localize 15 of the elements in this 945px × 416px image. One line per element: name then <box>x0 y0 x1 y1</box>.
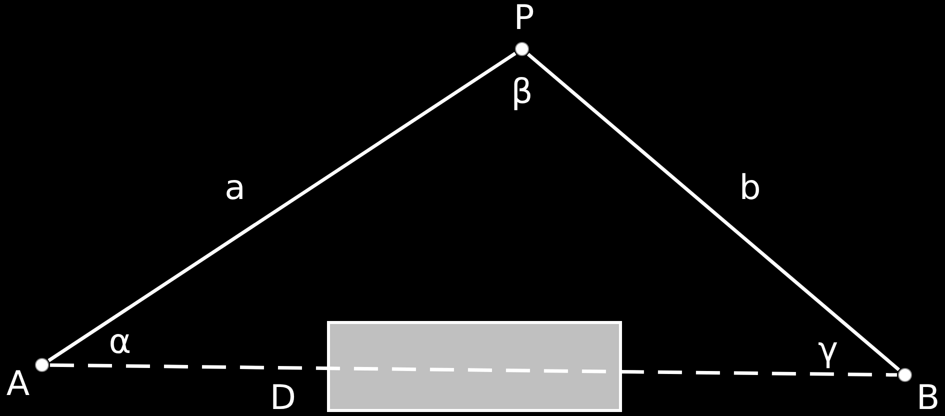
point-marker <box>35 358 49 372</box>
point-label: B <box>916 381 940 415</box>
edge-label: b <box>739 171 761 205</box>
point-label: P <box>514 1 534 35</box>
angle-label: γ <box>818 333 838 367</box>
line <box>48 52 516 362</box>
dashed-line <box>50 363 898 377</box>
point-marker <box>898 368 912 382</box>
edge-label: a <box>224 171 246 205</box>
angle-label: β <box>511 75 533 109</box>
angle-label: α <box>108 325 132 359</box>
edge-label: D <box>270 381 296 415</box>
line <box>526 52 900 372</box>
point-label: A <box>6 367 30 401</box>
point-marker <box>515 42 529 56</box>
